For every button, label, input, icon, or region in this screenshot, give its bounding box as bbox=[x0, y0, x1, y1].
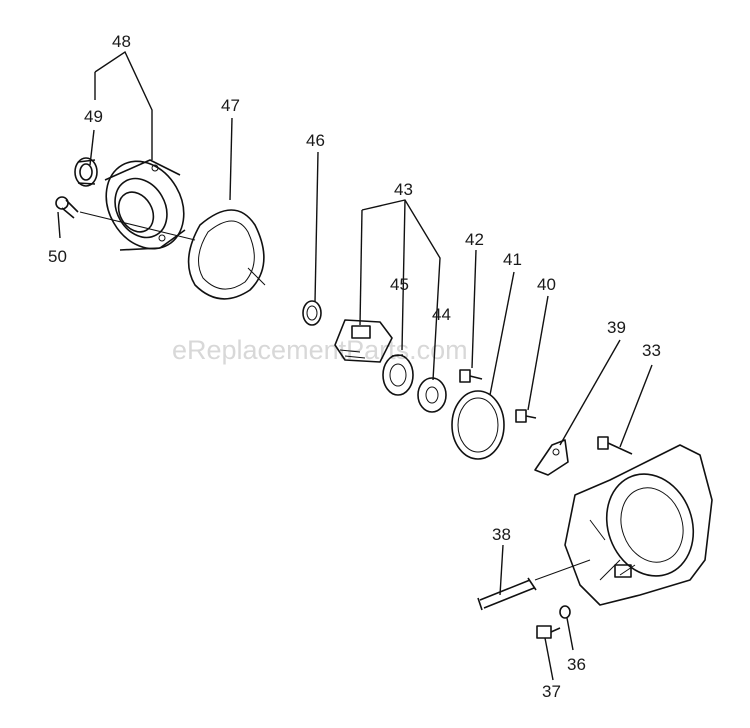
callout-48: 48 bbox=[112, 32, 131, 51]
callout-47: 47 bbox=[221, 96, 240, 115]
part-36-nut bbox=[559, 605, 571, 619]
part-44-washer bbox=[417, 377, 447, 413]
callout-33: 33 bbox=[642, 341, 661, 360]
part-45-drum bbox=[382, 354, 414, 396]
part-33-bolt bbox=[597, 436, 633, 455]
part-50-bolt bbox=[55, 196, 79, 219]
crankcase bbox=[564, 444, 713, 606]
callout-36: 36 bbox=[567, 655, 586, 674]
callout-49: 49 bbox=[84, 107, 103, 126]
callout-39: 39 bbox=[607, 318, 626, 337]
part-48-housing bbox=[104, 159, 186, 251]
callout-44: 44 bbox=[432, 305, 451, 324]
part-37-bolt bbox=[536, 625, 561, 639]
callout-43: 43 bbox=[394, 180, 413, 199]
part-43-assembly bbox=[334, 319, 393, 363]
part-46-ring bbox=[302, 300, 322, 326]
part-39-lever bbox=[534, 439, 569, 476]
part-49-bearing bbox=[74, 157, 98, 187]
callout-40: 40 bbox=[537, 275, 556, 294]
callout-37: 37 bbox=[542, 682, 561, 701]
watermark: eReplacementParts.com bbox=[172, 335, 468, 365]
callout-50: 50 bbox=[48, 247, 67, 266]
callout-46: 46 bbox=[306, 131, 325, 150]
callout-38: 38 bbox=[492, 525, 511, 544]
callouts: 48 49 47 50 46 43 45 44 42 41 40 39 33 3… bbox=[48, 32, 661, 701]
part-42-screw bbox=[459, 369, 483, 383]
callout-42: 42 bbox=[465, 230, 484, 249]
part-40-screw bbox=[515, 409, 537, 423]
part-38-shaft bbox=[477, 577, 537, 611]
leader-lines bbox=[57, 50, 653, 681]
part-41-plate bbox=[451, 390, 505, 460]
callout-45: 45 bbox=[390, 275, 409, 294]
callout-41: 41 bbox=[503, 250, 522, 269]
part-47-gasket bbox=[187, 209, 265, 300]
